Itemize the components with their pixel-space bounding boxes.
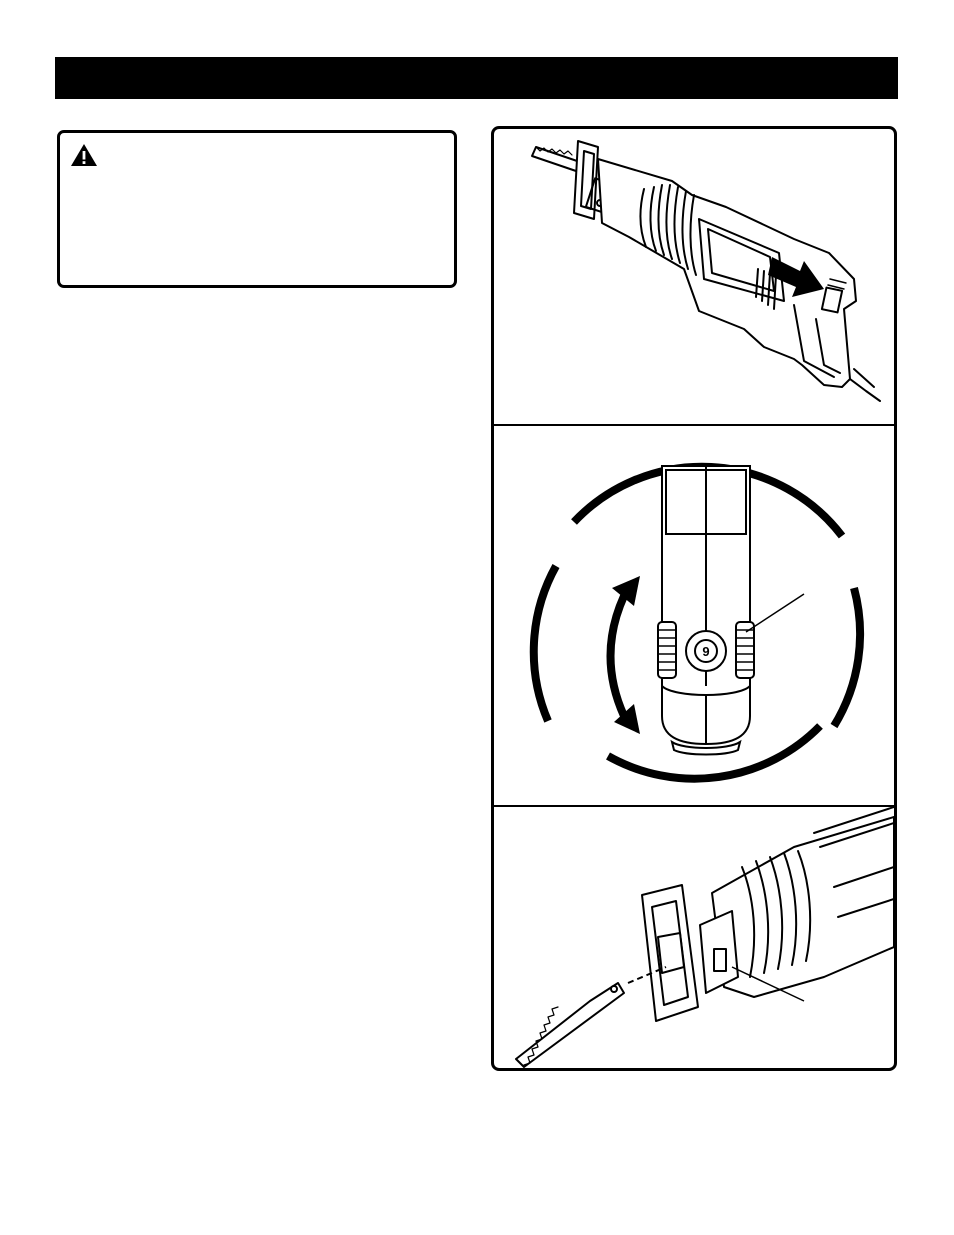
rotate-down-arrow-icon	[614, 704, 640, 734]
speed-dial-icon: 9	[529, 462, 865, 783]
figure-divider	[494, 805, 894, 807]
figure-panel: 9	[491, 126, 897, 1071]
warning-box	[57, 130, 457, 288]
section-title	[55, 67, 69, 89]
figure-divider	[494, 424, 894, 426]
section-header-bar	[55, 57, 898, 99]
reciprocating-saw-side-view-icon	[531, 140, 881, 402]
warning-triangle-icon	[71, 144, 97, 166]
direction-arrow-icon	[768, 257, 824, 297]
figure-speed-dial: 9	[494, 426, 894, 804]
dial-value: 9	[702, 644, 709, 659]
rotate-up-arrow-icon	[612, 576, 640, 606]
figure-saw-side-view	[494, 129, 894, 423]
blade-clamp-icon	[515, 807, 894, 1068]
callout-leader-line	[731, 966, 805, 1002]
figure-blade-clamp	[494, 807, 894, 1068]
callout-leader-line	[745, 593, 805, 633]
insertion-guide-line	[627, 966, 667, 984]
